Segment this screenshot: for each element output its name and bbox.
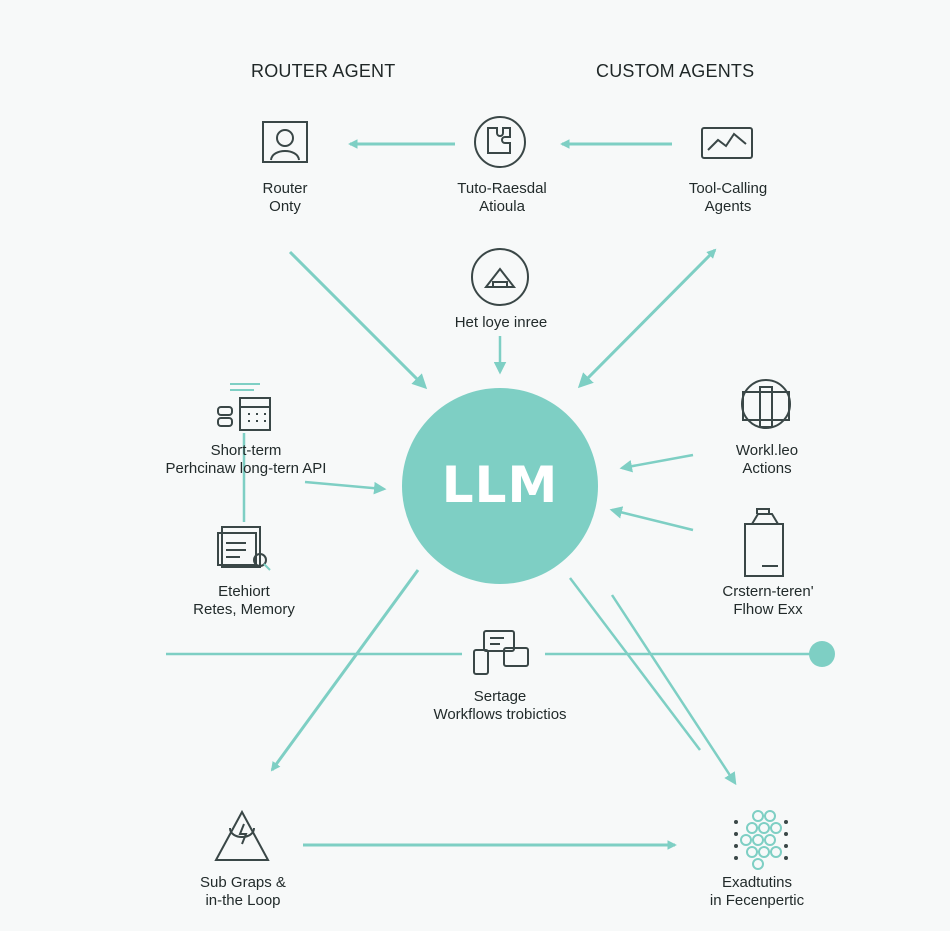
node-sub-graphs-line2: in-the Loop: [205, 892, 281, 909]
node-tool-calling-line1: Tool-Calling: [688, 180, 768, 197]
llm-circle: [402, 388, 598, 584]
node-etehiort-line1: Etehiort: [218, 583, 270, 600]
node-short-term-line2: Perhcinaw long-tern API: [165, 460, 327, 477]
node-tool-calling-line2: Agents: [704, 198, 752, 215]
node-sertage: Sertage Workflows trobictios: [433, 688, 566, 724]
node-exadtutins-line2: in Fecenpertic: [709, 892, 805, 909]
heading-router-agent: ROUTER AGENT: [251, 61, 396, 81]
arrow-llm-to-subgraphs: [270, 569, 420, 772]
arrow-router-to-llm: [288, 250, 428, 390]
bag-icon: [744, 508, 784, 577]
network-icon: [740, 810, 782, 870]
node-tuto-raesdal-line1: Tuto-Raesdal: [457, 180, 547, 197]
node-workflow-actions: Workl.leo Actions: [736, 442, 798, 478]
calendar-icon: [217, 383, 271, 431]
arrow-bag-to-llm: [609, 506, 694, 532]
node-exadtutins: Exadtutins in Fecenpertic: [710, 874, 804, 910]
devices-icon: [473, 630, 529, 675]
arrow-llm-to-exec-1: [569, 577, 701, 751]
node-workflow-actions-line2: Actions: [742, 460, 792, 477]
arrow-memory-to-llm: [304, 480, 387, 495]
node-tool-calling: Tool-Calling Agents: [689, 180, 767, 216]
network-dots: [734, 820, 788, 860]
node-short-term-line1: Short-term: [210, 442, 282, 459]
node-sertage-line1: Sertage: [473, 688, 527, 705]
node-sub-graphs-line1: Sub Graps &: [200, 874, 286, 891]
heading-custom-agents: CUSTOM AGENTS: [596, 61, 755, 81]
node-crstern: Crstern-teren' Flhow Exx: [722, 583, 813, 619]
node-crstern-line1: Crstern-teren': [722, 583, 814, 600]
home-icon: [471, 248, 529, 306]
node-tuto-raesdal-line2: Atioula: [479, 198, 525, 215]
node-exadtutins-line1: Exadtutins: [721, 874, 793, 891]
arrow-llm-tools-bidirectional: [577, 248, 717, 389]
arrow-llm-to-exec-2: [610, 594, 737, 786]
node-router-only-line2: Onty: [269, 198, 301, 215]
node-etehiort: Etehiort Retes, Memory: [193, 583, 295, 619]
alert-icon: [214, 809, 270, 861]
document-search-icon: [217, 526, 271, 571]
node-crstern-line2: Flhow Exx: [733, 601, 803, 618]
node-sub-graphs: Sub Graps & in-the Loop: [200, 874, 286, 910]
node-short-term: Short-term Perhcinaw long-tern API: [166, 442, 327, 478]
chart-icon: [701, 127, 753, 159]
node-workflow-actions-line1: Workl.leo: [735, 442, 799, 459]
arrow-workflow-to-llm: [619, 453, 694, 473]
cube-icon: [741, 379, 791, 429]
node-sertage-line2: Workflows trobictios: [433, 706, 567, 723]
node-router-only-line1: Router: [262, 180, 308, 197]
puzzle-icon: [474, 116, 526, 168]
node-het-loye: Het loye inree: [455, 314, 548, 332]
endpoint-dot: [809, 641, 835, 667]
node-etehiort-line2: Retes, Memory: [193, 601, 295, 618]
node-router-only: Router Onty: [262, 180, 307, 216]
user-icon: [262, 121, 308, 163]
node-tuto-raesdal: Tuto-Raesdal Atioula: [457, 180, 547, 216]
llm-label: LLM: [441, 456, 559, 514]
node-het-loye-line1: Het loye inree: [454, 314, 548, 331]
